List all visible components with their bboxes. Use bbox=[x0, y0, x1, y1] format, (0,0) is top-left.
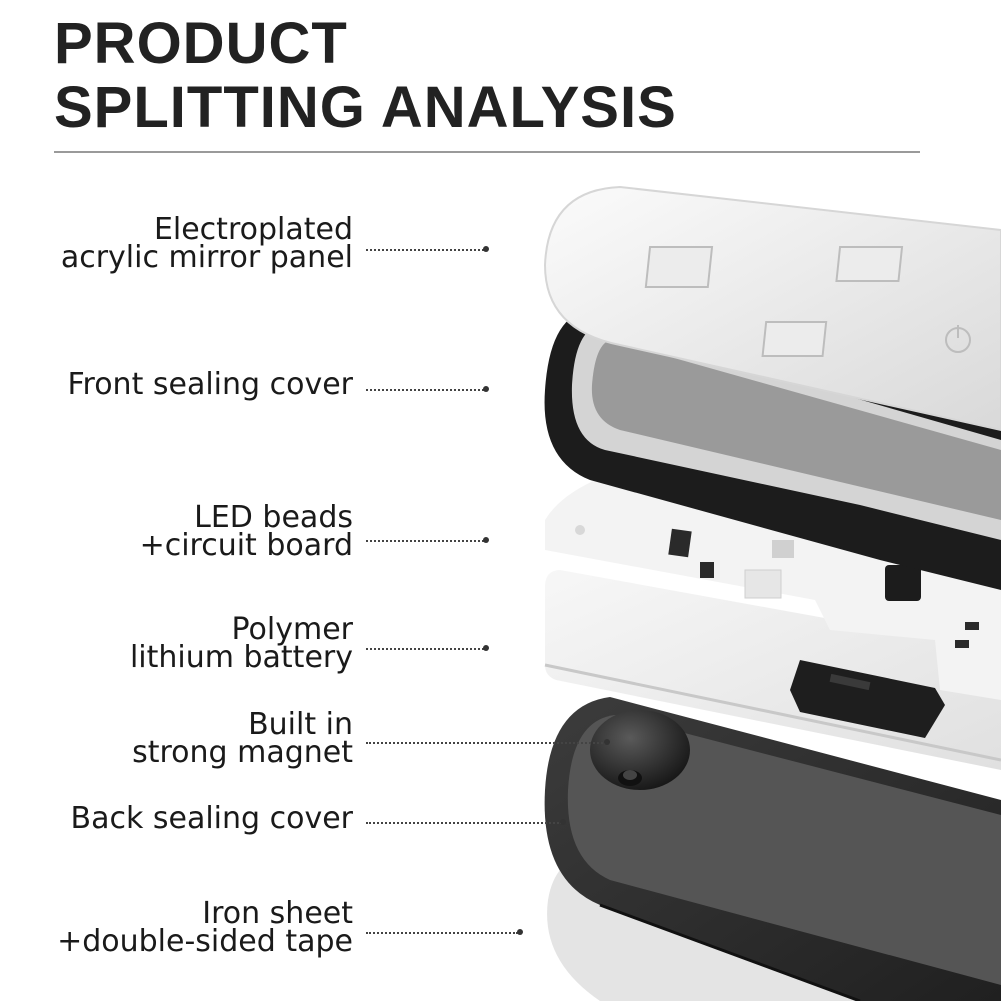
label-iron-sheet: Iron sheet+double-sided tape bbox=[57, 896, 353, 959]
leader-dot bbox=[483, 537, 489, 543]
leader-battery bbox=[366, 648, 484, 650]
page-title: PRODUCT SPLITTING ANALYSIS bbox=[54, 12, 677, 140]
label-circuit-board: LED beads+circuit board bbox=[139, 500, 353, 563]
label-front-cover: Front sealing cover bbox=[67, 367, 353, 402]
touch-power-icon bbox=[945, 325, 971, 353]
leader-dot bbox=[483, 645, 489, 651]
leader-dot bbox=[517, 929, 523, 935]
leader-circuit-board bbox=[366, 540, 484, 542]
leader-dot bbox=[560, 819, 566, 825]
magnet-layer bbox=[590, 710, 690, 790]
mirror-panel-layer bbox=[543, 185, 1001, 432]
leader-mirror-panel bbox=[366, 249, 484, 251]
usb-icon bbox=[790, 660, 945, 738]
leader-magnet bbox=[366, 742, 606, 744]
front-sealing-cover-layer bbox=[544, 310, 1001, 590]
leader-iron-sheet bbox=[366, 932, 518, 934]
leader-dot bbox=[483, 386, 489, 392]
label-back-cover: Back sealing cover bbox=[70, 801, 354, 836]
leader-front-cover bbox=[366, 389, 484, 391]
title-line-2: SPLITTING ANALYSIS bbox=[54, 75, 677, 140]
leader-dot bbox=[483, 246, 489, 252]
leader-dot bbox=[604, 739, 610, 745]
title-line-1: PRODUCT bbox=[54, 11, 348, 76]
leader-back-cover bbox=[366, 822, 562, 824]
title-divider bbox=[54, 151, 920, 153]
